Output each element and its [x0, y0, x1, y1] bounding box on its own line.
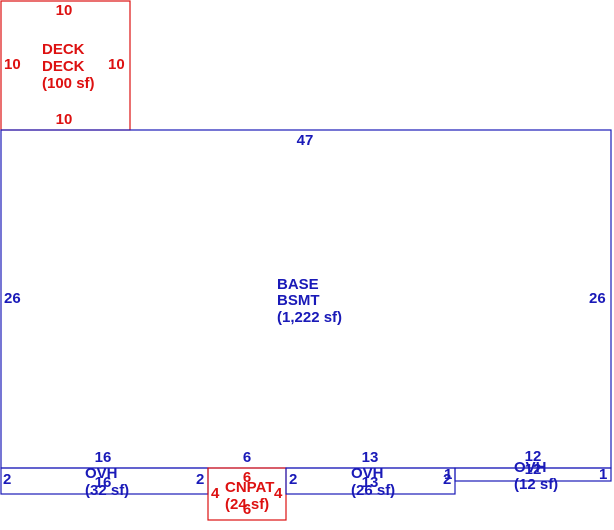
ovh-2-left-dimension: 2: [289, 471, 297, 488]
cnpat-left-dimension: 4: [211, 485, 220, 502]
ovh-1-top-dimension: 16: [95, 449, 112, 466]
base-right-dimension: 26: [589, 290, 606, 307]
ovh-3-label: OVH: [514, 459, 547, 476]
ovh-1-bottom-dimension: 16: [95, 474, 112, 491]
ovh-2-label: OVH: [351, 465, 384, 482]
ovh-3-right-dimension: 1: [599, 466, 607, 483]
cnpat-right-dimension: 4: [274, 485, 283, 502]
ovh-1-label: OVH: [85, 465, 118, 482]
cnpat-inner-top-dimension: 6: [243, 469, 251, 486]
ovh-2-right-dimension: 2: [443, 471, 451, 488]
base-label: BASE: [277, 276, 319, 293]
base-code: BSMT: [277, 292, 320, 309]
base-left-dimension: 26: [4, 290, 21, 307]
deck-area-value: (100 sf): [42, 75, 95, 92]
deck-top-dimension: 10: [56, 2, 73, 19]
deck-left-dimension: 10: [4, 56, 21, 73]
cnpat-area[interactable]: 6 6 6 4 4 CNPAT (24 sf): [207, 449, 287, 521]
ovh-3-bottom-dimension: 12: [525, 461, 542, 478]
ovh-1-left-dimension: 2: [3, 471, 11, 488]
cnpat-top-dimension: 6: [243, 449, 251, 466]
ovh-area-1[interactable]: 16 16 2 2 OVH (32 sf): [0, 449, 209, 499]
cnpat-area-value: (24 sf): [225, 496, 269, 513]
ovh-3-top-dimension: 12: [525, 448, 542, 465]
deck-area[interactable]: 10 10 10 10 DECK DECK (100 sf): [0, 0, 131, 131]
deck-right-dimension: 10: [108, 56, 125, 73]
deck-code: DECK: [42, 58, 85, 75]
ovh-1-area-value: (32 sf): [85, 482, 129, 499]
base-area[interactable]: 47 26 26 BASE BSMT (1,222 sf): [0, 129, 612, 469]
ovh-2-top-dimension: 13: [362, 449, 379, 466]
ovh-3-area-value: (12 sf): [514, 476, 558, 493]
ovh-area-3[interactable]: 12 12 1 1 OVH (12 sf): [444, 448, 612, 493]
base-top-dimension: 47: [297, 132, 314, 149]
cnpat-label: CNPAT: [225, 479, 274, 496]
ovh-2-area-value: (26 sf): [351, 482, 395, 499]
ovh-3-outline: [454, 467, 612, 482]
ovh-3-left-dimension: 1: [444, 466, 452, 483]
deck-bottom-dimension: 10: [56, 111, 73, 128]
ovh-area-2[interactable]: 13 13 2 2 OVH (26 sf): [285, 449, 456, 499]
base-area-value: (1,222 sf): [277, 309, 342, 326]
ovh-1-right-dimension: 2: [196, 471, 204, 488]
ovh-2-bottom-dimension: 13: [362, 474, 379, 491]
deck-label: DECK: [42, 41, 85, 58]
cnpat-bottom-dimension: 6: [243, 501, 251, 518]
